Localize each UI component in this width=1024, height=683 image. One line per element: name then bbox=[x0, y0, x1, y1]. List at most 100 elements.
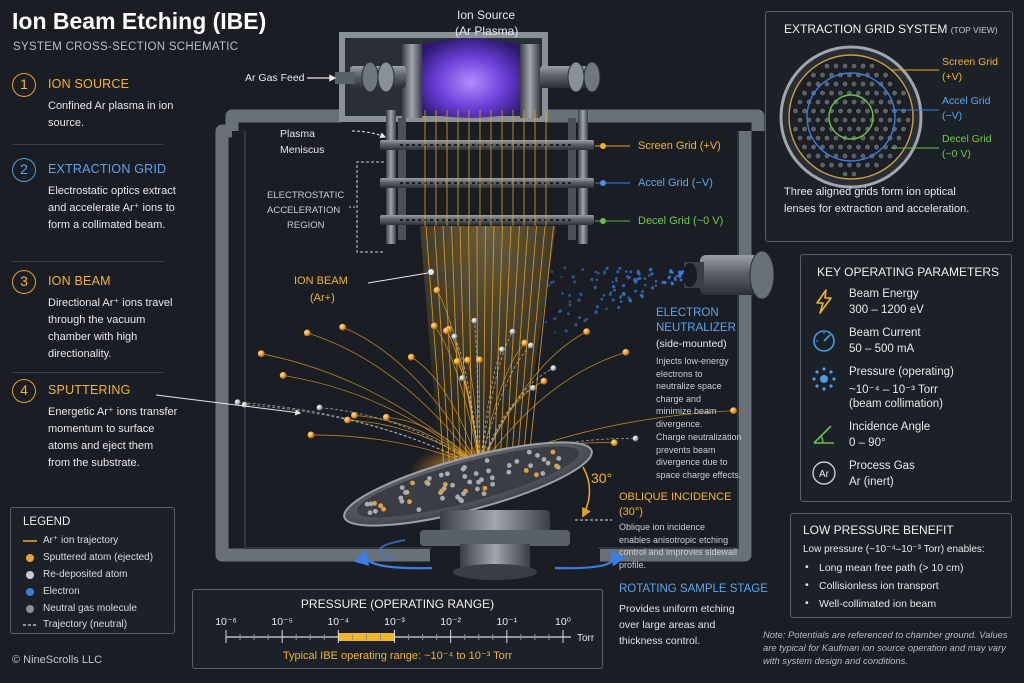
electron bbox=[619, 294, 623, 298]
grid-aperture bbox=[873, 143, 880, 151]
parameters-panel: KEY OPERATING PARAMETERS Beam Energy 300… bbox=[800, 254, 1012, 502]
grid-aperture bbox=[846, 161, 853, 169]
redeposited-atom bbox=[234, 399, 241, 406]
surface-atom bbox=[372, 508, 378, 514]
electron bbox=[561, 292, 564, 295]
surface-atom bbox=[444, 471, 450, 477]
electron bbox=[544, 320, 548, 324]
surface-atom bbox=[479, 477, 484, 483]
electron bbox=[563, 266, 567, 270]
electron bbox=[627, 296, 630, 299]
pressure-unit: Torr bbox=[577, 633, 595, 644]
svg-text:Ar: Ar bbox=[819, 469, 830, 480]
electron bbox=[614, 276, 618, 280]
grid-aperture bbox=[846, 143, 853, 151]
screen-grid bbox=[380, 140, 594, 150]
region-label-3: REGION bbox=[287, 220, 325, 231]
step-title: EXTRACTION GRID bbox=[48, 162, 167, 176]
region-label: ELECTROSTATIC bbox=[267, 190, 345, 201]
grid-aperture bbox=[810, 143, 817, 151]
sputtered-atom bbox=[521, 339, 529, 347]
decel-grid-label: Decel Grid (~0 V) bbox=[638, 215, 724, 227]
surface-atom bbox=[535, 452, 540, 458]
electron bbox=[619, 300, 623, 304]
grid-aperture bbox=[796, 98, 804, 106]
redeposited-atom bbox=[316, 404, 323, 411]
electron bbox=[650, 286, 655, 290]
grid-aperture bbox=[886, 80, 894, 88]
electron bbox=[635, 277, 639, 281]
surface-atom bbox=[486, 468, 492, 474]
step-number: 3 bbox=[12, 270, 36, 294]
pressure-icon bbox=[812, 367, 836, 391]
step-body: Confined Ar plasma in ion source. bbox=[48, 100, 174, 129]
ion-trajectory bbox=[499, 225, 512, 469]
gas-feed-label: Ar Gas Feed bbox=[245, 72, 305, 84]
surface-atom bbox=[473, 471, 479, 476]
grid-aperture bbox=[814, 116, 822, 124]
sputtered-atom bbox=[610, 439, 618, 447]
grid-aperture bbox=[796, 116, 804, 124]
grid-aperture bbox=[796, 134, 804, 142]
param-beam-current: Beam Current 50 – 500 mA bbox=[811, 327, 1006, 363]
surface-atom bbox=[378, 503, 384, 509]
sputtered-atom bbox=[351, 411, 358, 419]
grid-aperture bbox=[841, 152, 849, 160]
ion-trajectory bbox=[482, 225, 486, 469]
surface-atom bbox=[506, 463, 512, 468]
electron bbox=[547, 284, 551, 287]
oblique-angle: (30°) bbox=[619, 506, 643, 518]
electron bbox=[583, 319, 587, 323]
electron bbox=[662, 280, 666, 284]
redeposited-atom bbox=[459, 375, 466, 382]
divider bbox=[12, 372, 164, 373]
electron bbox=[667, 276, 671, 280]
surface-atom bbox=[416, 507, 422, 513]
neutralizer-desc: Injects low-energy electrons to neutrali… bbox=[656, 356, 729, 429]
redeposited-atom bbox=[530, 384, 537, 391]
grid-aperture bbox=[895, 98, 903, 106]
electron bbox=[609, 291, 613, 294]
extraction-grid-panel: EXTRACTION GRID SYSTEM (TOP VIEW) Screen… bbox=[765, 11, 1013, 242]
oblique-title: OBLIQUE INCIDENCE bbox=[619, 491, 732, 503]
sputter-trajectory bbox=[479, 349, 503, 469]
grid-aperture bbox=[828, 89, 835, 97]
sputtered-atom bbox=[339, 323, 347, 331]
pressure-tick-label: 10⁻⁶ bbox=[215, 616, 237, 628]
grid-aperture bbox=[873, 107, 880, 115]
grid-top-view bbox=[779, 45, 923, 189]
surface-atom bbox=[364, 501, 370, 507]
pressure-title: PRESSURE (OPERATING RANGE) bbox=[300, 597, 495, 611]
sputtered-atom bbox=[279, 372, 287, 379]
surface-atom bbox=[438, 472, 444, 478]
electron bbox=[595, 278, 599, 282]
grid-decel-label: Decel Grid bbox=[942, 133, 992, 145]
electron bbox=[574, 323, 578, 327]
neutralizer-desc-2: Charge neutralization prevents beam dive… bbox=[656, 432, 742, 480]
neutral-trajectory-swatch bbox=[23, 624, 37, 626]
grid-aperture bbox=[801, 125, 808, 133]
ion-trajectory bbox=[521, 225, 546, 469]
grid-aperture bbox=[823, 80, 831, 88]
grid-aperture bbox=[855, 161, 862, 169]
grid-aperture bbox=[873, 71, 880, 79]
electron bbox=[671, 271, 674, 274]
ion-trajectory bbox=[493, 225, 503, 469]
sputtered-atom bbox=[583, 328, 591, 336]
grid-aperture bbox=[819, 107, 826, 115]
screen-grid-label: Screen Grid (+V) bbox=[638, 140, 721, 152]
pressure-tick-label: 10⁻⁵ bbox=[271, 616, 293, 628]
grid-aperture bbox=[859, 62, 867, 70]
grid-aperture bbox=[850, 98, 858, 106]
grid-aperture bbox=[855, 107, 862, 115]
benefit-item: Collisionless ion transport bbox=[805, 579, 939, 592]
sputtered-atom bbox=[344, 416, 351, 424]
grid-aperture bbox=[891, 89, 898, 97]
ion-trajectory bbox=[527, 225, 554, 469]
electron bbox=[571, 275, 575, 279]
sputtered-atoms bbox=[234, 286, 737, 447]
grid-aperture bbox=[805, 80, 813, 88]
electron bbox=[558, 309, 562, 313]
sputter-trajectory bbox=[342, 326, 481, 469]
grid-aperture bbox=[841, 98, 849, 106]
